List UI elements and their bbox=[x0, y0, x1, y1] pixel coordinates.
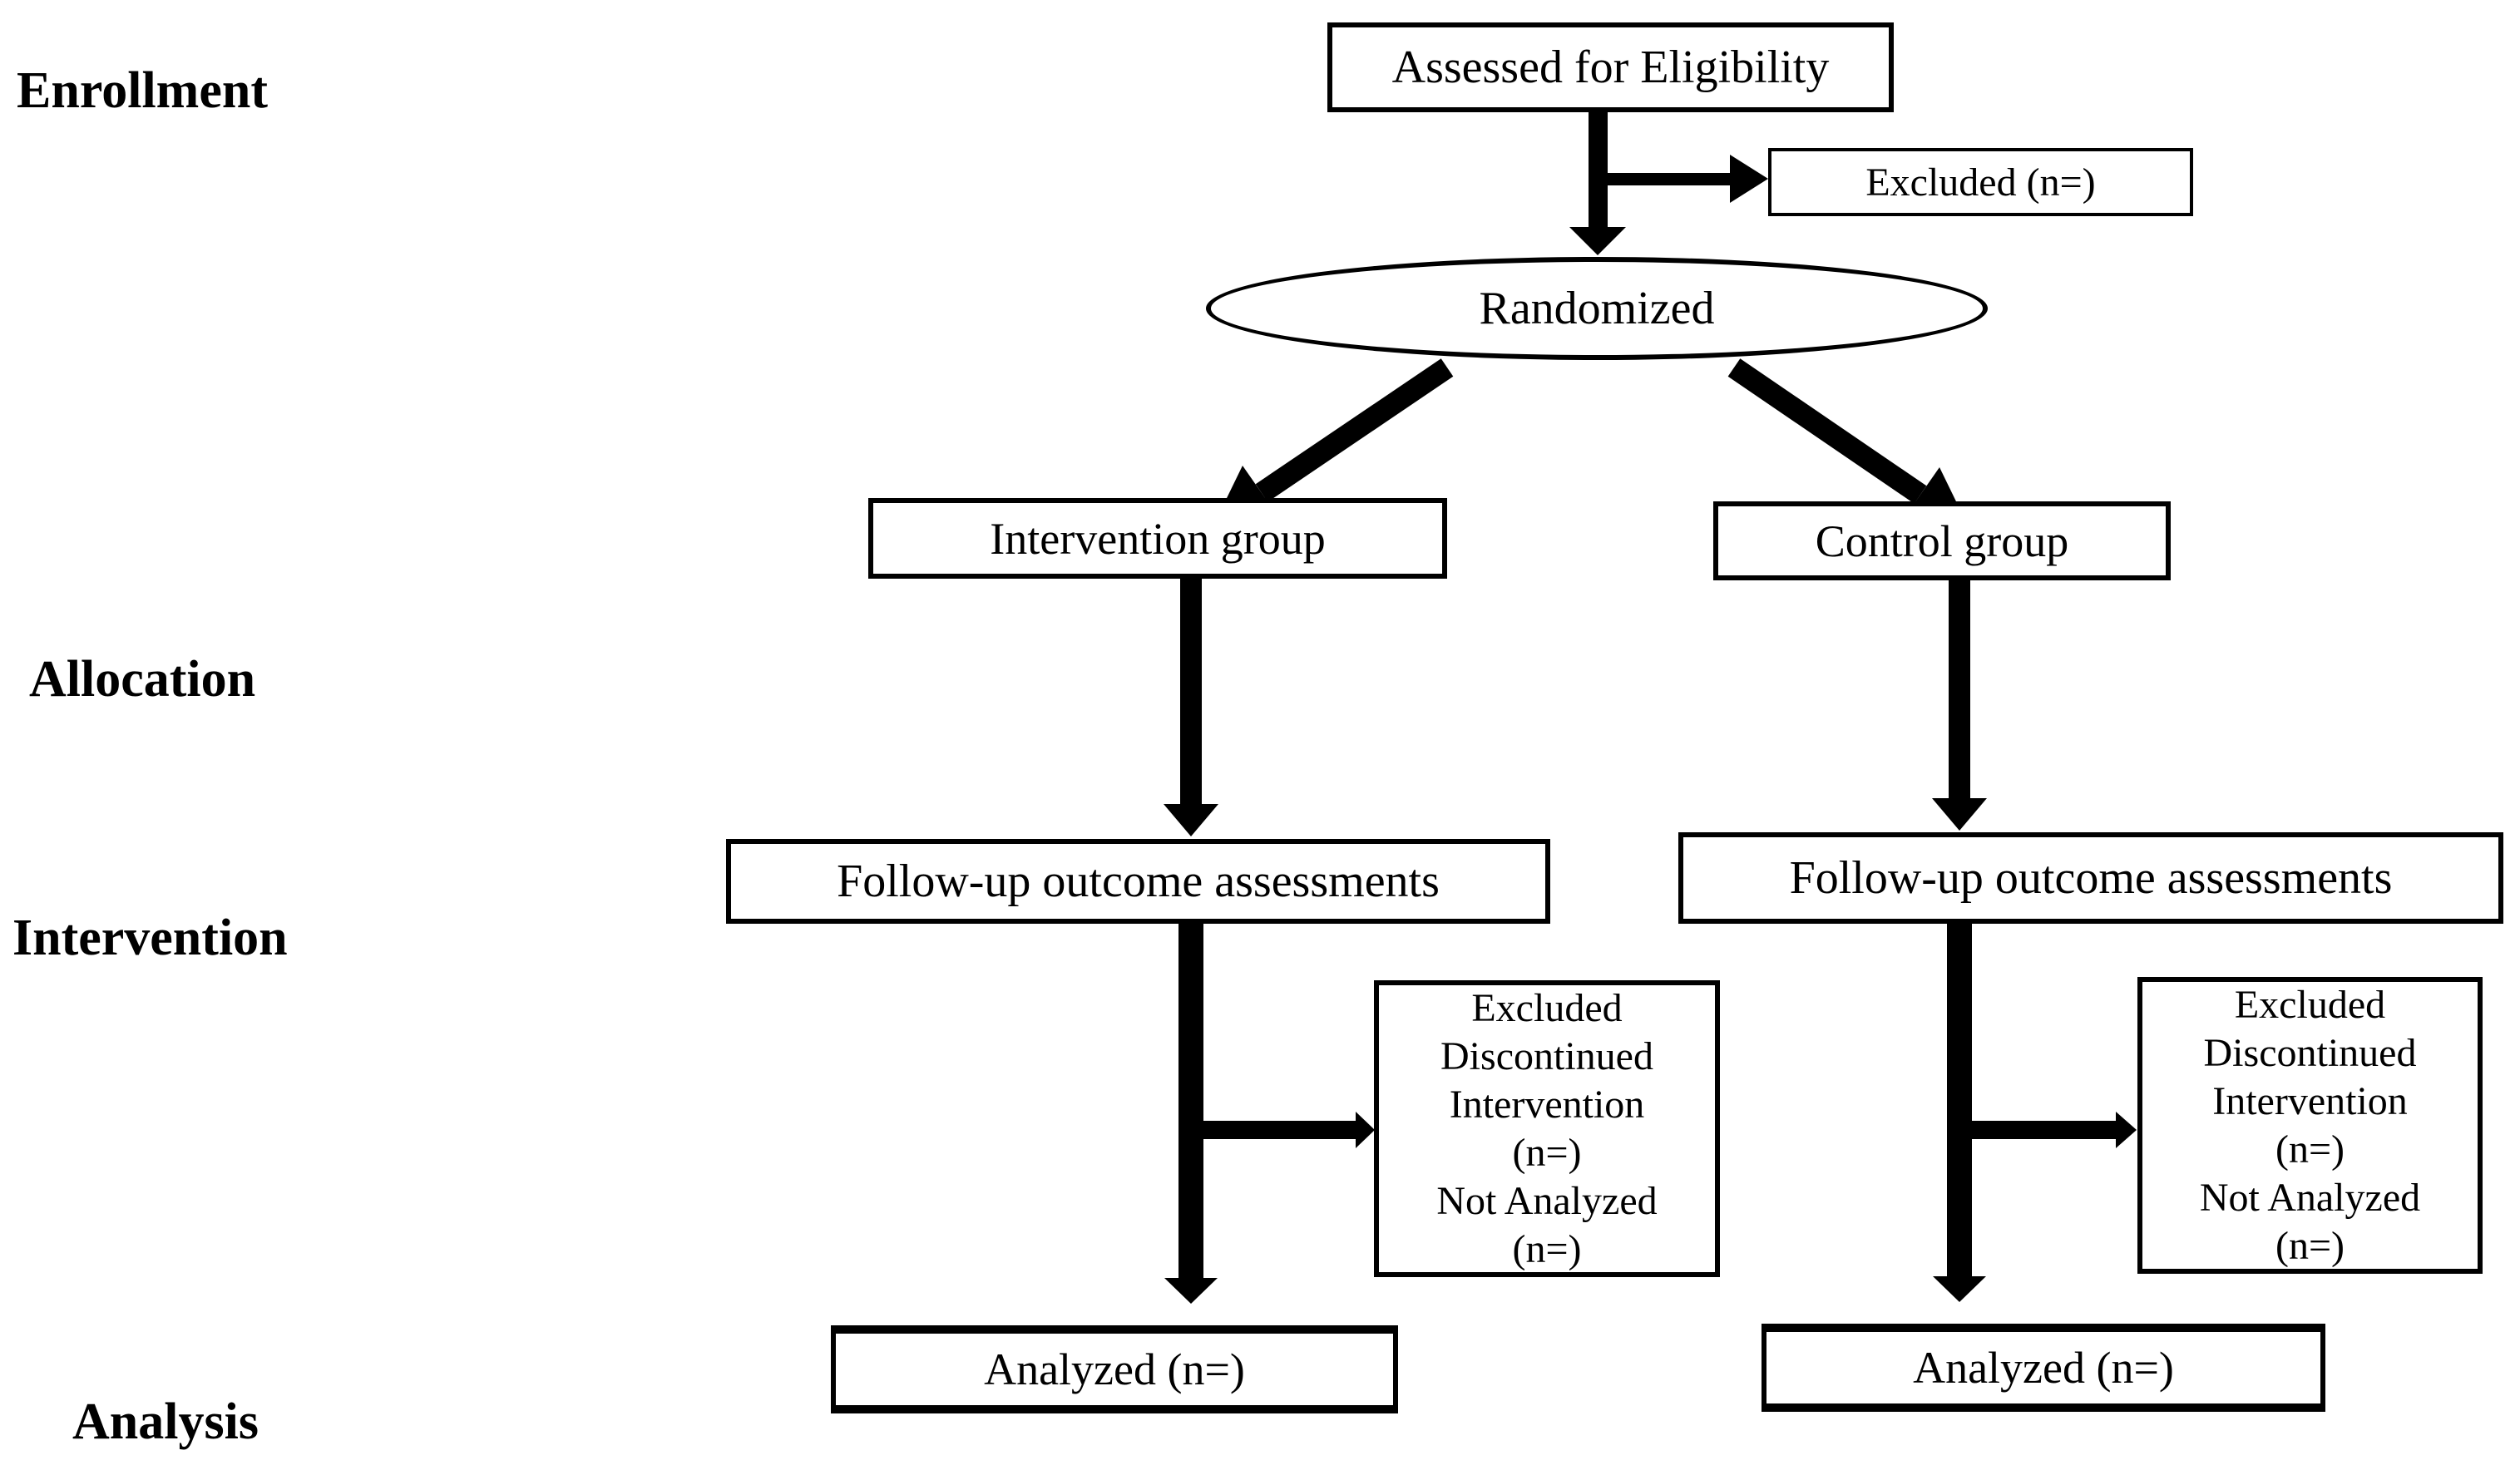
intervention-line: Intervention bbox=[1449, 1082, 1645, 1127]
excluded-box: Excluded (n=) bbox=[1768, 148, 2193, 216]
n-equals-line: (n=) bbox=[1512, 1226, 1582, 1271]
randomized-label: Randomized bbox=[1479, 283, 1715, 334]
excluded-line: Excluded bbox=[2234, 982, 2386, 1027]
not-analyzed-line: Not Analyzed bbox=[1436, 1178, 1658, 1223]
intervention-line: Intervention bbox=[2212, 1078, 2408, 1123]
excluded-label: Excluded (n=) bbox=[1865, 160, 2096, 205]
discontinued-line: Discontinued bbox=[2203, 1030, 2417, 1075]
arrow-followup-to-excluded-detail-intervention bbox=[1203, 1112, 1375, 1148]
stage-label-analysis: Analysis bbox=[72, 1394, 259, 1450]
control-group-box: Control group bbox=[1713, 501, 2171, 580]
stage-label-enrollment: Enrollment bbox=[17, 62, 268, 119]
analyzed-label: Analyzed (n=) bbox=[984, 1344, 1245, 1394]
excluded-discontinued-box-intervention: Excluded Discontinued Intervention (n=) … bbox=[1374, 980, 1720, 1277]
n-equals-line: (n=) bbox=[2275, 1223, 2345, 1268]
arrow-followup-to-analyzed-control bbox=[1933, 924, 1986, 1302]
intervention-group-box: Intervention group bbox=[868, 498, 1447, 579]
excluded-line: Excluded bbox=[1471, 985, 1623, 1030]
arrow-control-group-to-followup bbox=[1932, 580, 1987, 831]
stage-label-allocation: Allocation bbox=[29, 651, 256, 708]
analyzed-box-control: Analyzed (n=) bbox=[1762, 1324, 2325, 1412]
not-analyzed-line: Not Analyzed bbox=[2199, 1175, 2421, 1220]
followup-outcome-assessments-box-intervention: Follow-up outcome assessments bbox=[726, 839, 1550, 924]
analyzed-box-intervention: Analyzed (n=) bbox=[831, 1325, 1398, 1413]
followup-outcome-assessments-label: Follow-up outcome assessments bbox=[1789, 852, 2393, 904]
assessed-for-eligibility-box: Assessed for Eligibility bbox=[1327, 22, 1894, 112]
followup-outcome-assessments-box-control: Follow-up outcome assessments bbox=[1678, 832, 2503, 924]
stage-label-intervention: Intervention bbox=[12, 910, 288, 966]
arrow-intervention-group-to-followup bbox=[1164, 579, 1218, 836]
arrow-followup-to-analyzed-intervention bbox=[1164, 924, 1218, 1304]
arrow-assessed-to-randomized bbox=[1569, 112, 1626, 255]
n-equals-line: (n=) bbox=[1512, 1130, 1582, 1175]
intervention-group-label: Intervention group bbox=[990, 513, 1326, 564]
control-group-label: Control group bbox=[1815, 515, 2069, 566]
arrow-followup-to-excluded-detail-control bbox=[1972, 1112, 2137, 1148]
n-equals-line: (n=) bbox=[2275, 1127, 2345, 1172]
followup-outcome-assessments-label: Follow-up outcome assessments bbox=[837, 856, 1440, 907]
discontinued-line: Discontinued bbox=[1440, 1033, 1653, 1078]
analyzed-label: Analyzed (n=) bbox=[1913, 1343, 2174, 1393]
excluded-discontinued-box-control: Excluded Discontinued Intervention (n=) … bbox=[2137, 977, 2483, 1274]
arrow-assessed-to-excluded bbox=[1608, 155, 1768, 203]
randomized-ellipse: Randomized bbox=[1206, 257, 1988, 360]
assessed-for-eligibility-label: Assessed for Eligibility bbox=[1391, 42, 1830, 93]
